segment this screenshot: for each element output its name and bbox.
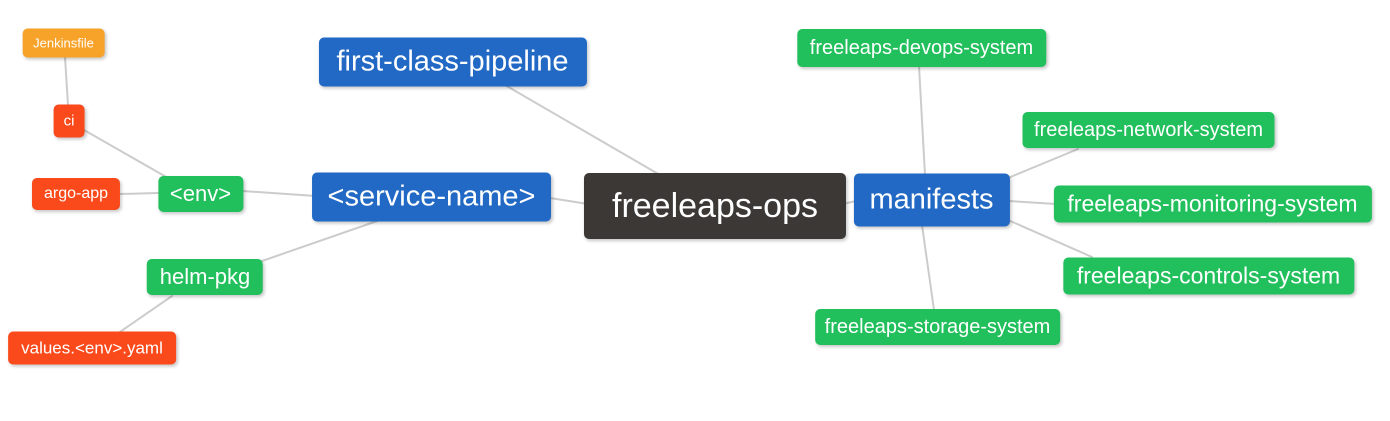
node-freeleaps-monitoring-system[interactable]: freeleaps-monitoring-system xyxy=(1053,185,1372,223)
node-label: freeleaps-ops xyxy=(611,186,819,225)
node-manifests[interactable]: manifests xyxy=(853,173,1010,226)
edge-ci--env xyxy=(83,129,169,179)
node-helm-pkg[interactable]: helm-pkg xyxy=(146,258,264,295)
edge-manifests--freeleaps-devops-system xyxy=(918,65,926,176)
node-jenkinsfile[interactable]: Jenkinsfile xyxy=(22,28,105,58)
node-freeleaps-devops-system[interactable]: freeleaps-devops-system xyxy=(796,28,1047,67)
edge-env--service-name xyxy=(242,190,317,197)
node-service-name[interactable]: <service-name> xyxy=(311,172,552,222)
node-label: freeleaps-controls-system xyxy=(1076,262,1341,288)
node-freeleaps-network-system[interactable]: freeleaps-network-system xyxy=(1022,112,1275,148)
node-label: manifests xyxy=(869,183,994,215)
edge-manifests--freeleaps-controls-system xyxy=(1007,219,1093,258)
edge-argo-app--env xyxy=(119,192,159,195)
node-label: freeleaps-network-system xyxy=(1034,119,1263,141)
node-ci[interactable]: ci xyxy=(53,104,85,138)
edge-manifests--freeleaps-monitoring-system xyxy=(1008,200,1057,205)
node-label: ci xyxy=(63,112,75,130)
node-label: freeleaps-storage-system xyxy=(824,315,1051,338)
node-label: <service-name> xyxy=(327,180,536,213)
node-label: freeleaps-devops-system xyxy=(809,36,1034,59)
node-values-env-yaml[interactable]: values.<env>.yaml xyxy=(8,331,176,364)
node-argo-app[interactable]: argo-app xyxy=(31,178,121,210)
node-env[interactable]: <env> xyxy=(157,175,244,212)
edge-helm-pkg--service-name xyxy=(261,219,381,262)
node-label: helm-pkg xyxy=(159,263,251,289)
node-label: freeleaps-monitoring-system xyxy=(1067,190,1358,217)
edge-manifests--freeleaps-network-system xyxy=(1007,148,1079,179)
node-first-class-pipeline[interactable]: first-class-pipeline xyxy=(318,37,587,86)
edge-first-class-pipeline--freeleaps-ops xyxy=(504,84,661,176)
edge-service-name--freeleaps-ops xyxy=(549,197,589,205)
edge-manifests--freeleaps-storage-system xyxy=(921,224,935,311)
node-label: first-class-pipeline xyxy=(336,45,569,77)
edge-values-env-yaml--helm-pkg xyxy=(116,295,173,335)
node-label: values.<env>.yaml xyxy=(21,338,163,357)
edge-jenkinsfile--ci xyxy=(64,56,69,106)
node-freeleaps-ops[interactable]: freeleaps-ops xyxy=(583,172,847,239)
node-label: Jenkinsfile xyxy=(33,35,94,51)
node-freeleaps-controls-system[interactable]: freeleaps-controls-system xyxy=(1062,257,1355,294)
node-freeleaps-storage-system[interactable]: freeleaps-storage-system xyxy=(814,308,1061,345)
node-label: argo-app xyxy=(43,185,109,202)
node-label: <env> xyxy=(169,180,232,206)
